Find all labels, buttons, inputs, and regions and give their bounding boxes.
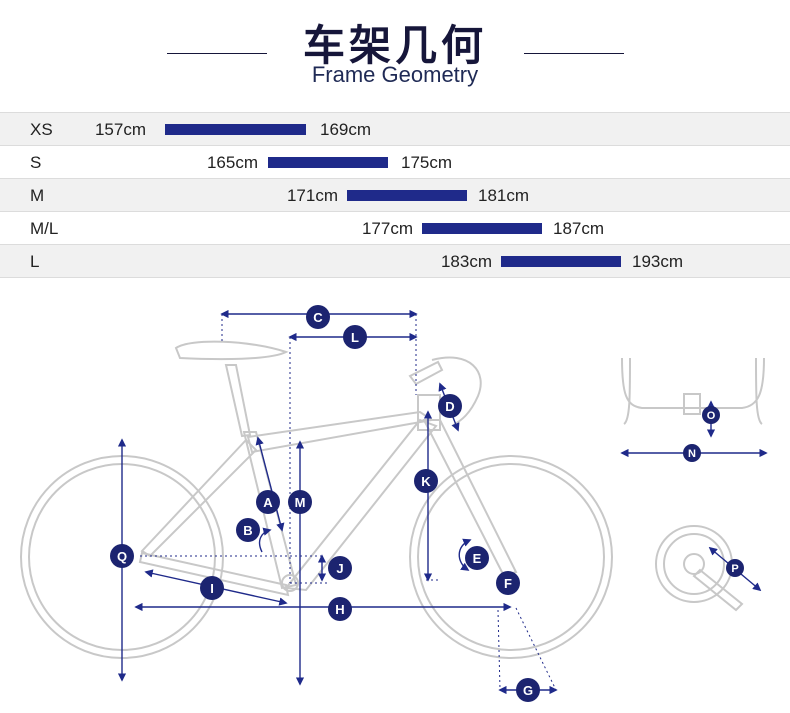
page-header: 车架几何 Frame Geometry	[0, 0, 790, 110]
marker-c: C	[306, 305, 330, 329]
svg-text:D: D	[445, 399, 454, 414]
height-range-bar	[165, 124, 306, 135]
svg-text:N: N	[688, 448, 696, 460]
size-row-m: M 171cm 181cm	[0, 178, 790, 211]
svg-text:O: O	[707, 410, 716, 422]
marker-d: D	[438, 394, 462, 418]
seat-stay	[140, 438, 258, 558]
marker-e: E	[465, 546, 489, 570]
svg-text:G: G	[523, 683, 533, 698]
title-rule-left	[167, 53, 267, 54]
marker-i: I	[200, 576, 224, 600]
geometry-markers: C L D K A M B Q E J I F H G O N P	[110, 305, 744, 702]
marker-b: B	[236, 518, 260, 542]
svg-text:H: H	[335, 602, 344, 617]
page-title: 车架几何	[302, 21, 487, 70]
marker-p: P	[726, 559, 744, 577]
height-min: 183cm	[440, 252, 492, 271]
height-max: 169cm	[320, 120, 372, 139]
svg-text:M: M	[295, 495, 306, 510]
svg-text:E: E	[473, 551, 482, 566]
svg-text:P: P	[731, 563, 738, 575]
height-min: 177cm	[361, 219, 413, 238]
height-min: 165cm	[206, 153, 258, 172]
stem	[408, 360, 444, 386]
marker-g: G	[516, 678, 540, 702]
page-subtitle: Frame Geometry	[311, 62, 479, 87]
reference-lines	[140, 314, 557, 691]
marker-l: L	[343, 325, 367, 349]
svg-text:A: A	[263, 495, 273, 510]
geometry-diagram: C L D K A M B Q E J I F H G O N P	[0, 280, 790, 713]
svg-text:I: I	[210, 581, 214, 596]
height-max: 181cm	[478, 186, 530, 205]
marker-j: J	[328, 556, 352, 580]
svg-text:C: C	[313, 310, 323, 325]
marker-k: K	[414, 469, 438, 493]
height-range-bar	[422, 223, 542, 234]
svg-text:K: K	[421, 474, 431, 489]
svg-text:Q: Q	[117, 549, 127, 564]
height-range-bar	[347, 190, 467, 201]
height-max: 175cm	[401, 153, 453, 172]
size-label: XS	[30, 120, 53, 139]
handlebar-drop	[431, 356, 482, 427]
title-rule-right	[524, 53, 624, 54]
svg-text:B: B	[243, 523, 252, 538]
size-row-s: S 165cm 175cm	[0, 145, 790, 178]
size-label: M	[30, 186, 45, 205]
fork	[422, 419, 518, 578]
svg-text:F: F	[504, 576, 512, 591]
saddle	[174, 340, 289, 361]
bike-outline	[20, 340, 613, 659]
height-min: 171cm	[286, 186, 338, 205]
marker-f: F	[496, 571, 520, 595]
svg-text:J: J	[336, 561, 343, 576]
height-range-bar	[268, 157, 388, 168]
size-row-xs: XS 157cm 169cm	[0, 112, 790, 145]
height-max: 193cm	[632, 252, 684, 271]
handlebar-front-view	[621, 357, 765, 425]
seat-post	[224, 364, 252, 438]
marker-h: H	[328, 597, 352, 621]
front-wheel-inner	[417, 463, 605, 651]
svg-text:L: L	[351, 330, 359, 345]
marker-m: M	[288, 490, 312, 514]
height-min: 157cm	[94, 120, 146, 139]
size-label: L	[30, 252, 40, 271]
front-wheel	[409, 455, 613, 659]
marker-a: A	[256, 490, 280, 514]
size-row-ml: M/L 177cm 187cm	[0, 211, 790, 244]
top-tube	[246, 410, 435, 454]
height-max: 187cm	[553, 219, 605, 238]
size-table: XS 157cm 169cm S 165cm 175cm M 171cm 181…	[0, 112, 790, 278]
marker-q: Q	[110, 544, 134, 568]
size-label: M/L	[30, 219, 59, 238]
size-row-l: L 183cm 193cm	[0, 244, 790, 278]
size-label: S	[30, 153, 42, 172]
height-range-bar	[501, 256, 621, 267]
marker-n: N	[683, 444, 701, 462]
marker-o: O	[702, 406, 720, 424]
